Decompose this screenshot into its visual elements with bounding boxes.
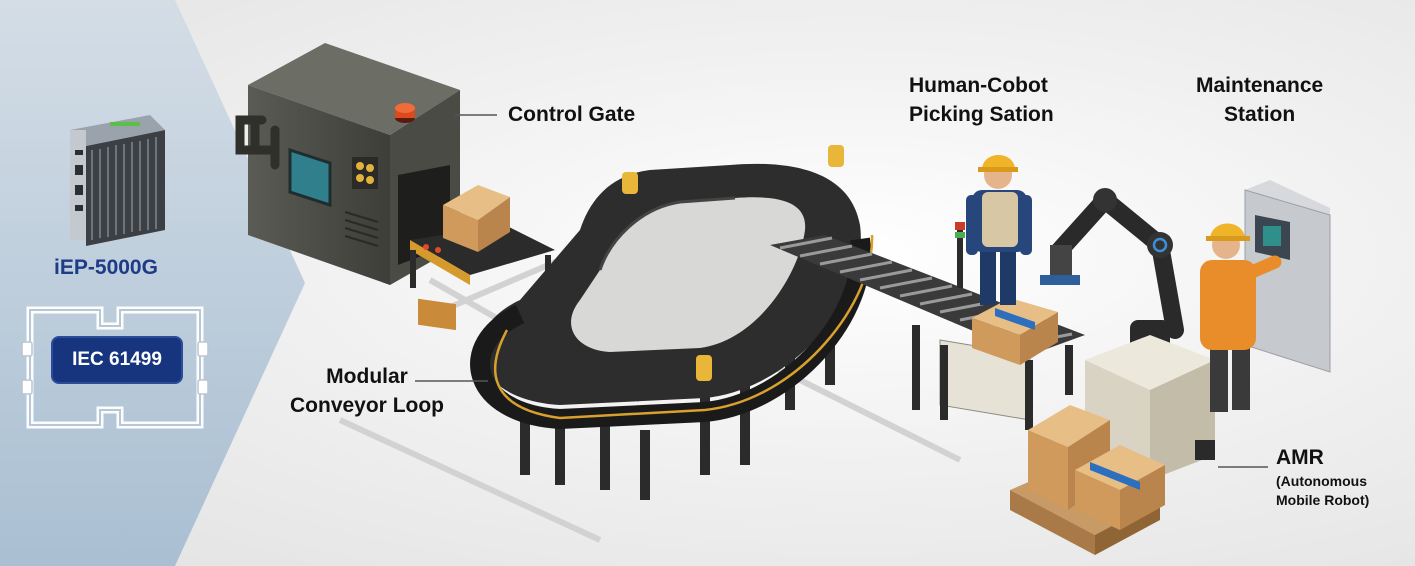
maintenance-station-label: Maintenance Station (1196, 74, 1324, 126)
iec-61499-badge: IEC 61499 (53, 338, 181, 382)
iep-5000g-device (70, 115, 165, 246)
amr-label: AMR (Autonomous Mobile Robot) (1276, 446, 1370, 508)
leader-lines (415, 114, 1268, 468)
picking-worker (955, 155, 1032, 305)
pallet-boxes (1010, 405, 1165, 555)
picking-station-label: Human-Cobot Picking Sation (909, 74, 1054, 126)
maintenance-worker (1200, 223, 1282, 412)
conveyor-loop-label: Modular Conveyor Loop (290, 365, 445, 417)
device-name-label: iEP-5000G (54, 256, 158, 279)
maintenance-station (1244, 180, 1331, 373)
gate-conveyor (410, 185, 555, 331)
modular-conveyor-loop (470, 145, 874, 500)
roller-conveyor (770, 235, 1085, 430)
amr-robot (1085, 335, 1215, 480)
control-gate-label: Control Gate (508, 103, 636, 126)
side-panel (0, 0, 305, 566)
